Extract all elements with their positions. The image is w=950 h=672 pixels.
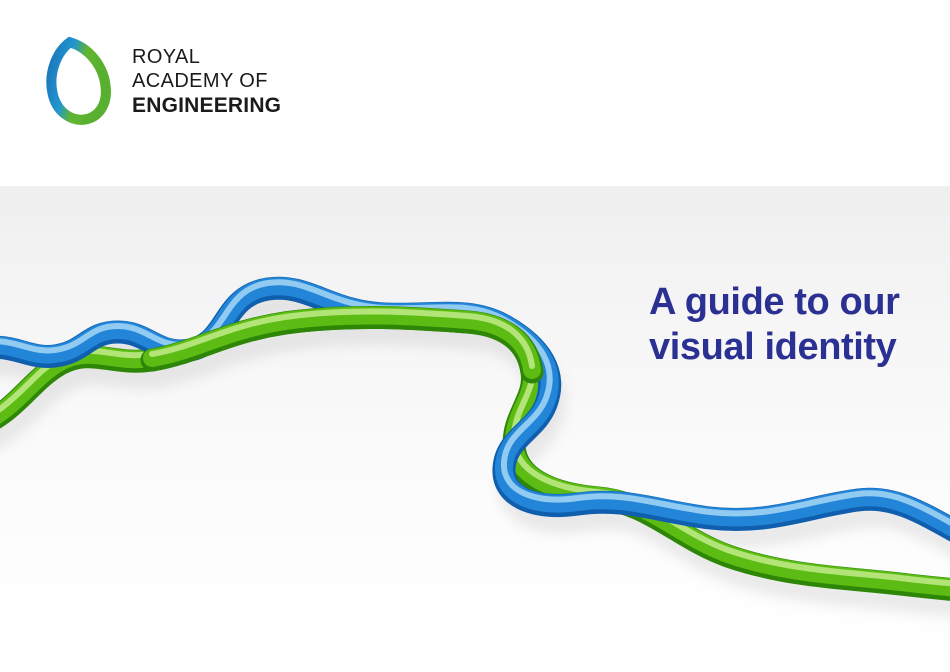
raeng-pear-logo-icon <box>42 34 116 126</box>
logo-line-academy-of: ACADEMY OF <box>132 70 268 92</box>
cover-title: A guide to our visual identity <box>649 280 900 370</box>
raeng-logo-wordmark: ROYAL ACADEMY OF ENGINEERING <box>132 34 281 118</box>
logo-line-royal: ROYAL <box>132 46 201 68</box>
logo-line-engineering: ENGINEERING <box>132 94 282 117</box>
green-ribbon-overlay <box>140 305 544 384</box>
cover-title-line-2: visual identity <box>649 326 897 368</box>
green-ribbon-overlay-highlight <box>149 308 535 369</box>
green-ribbon-overlay-body <box>143 306 541 379</box>
cover-title-line-1: A guide to our <box>649 281 900 323</box>
raeng-logo: ROYAL ACADEMY OF ENGINEERING <box>42 34 281 126</box>
